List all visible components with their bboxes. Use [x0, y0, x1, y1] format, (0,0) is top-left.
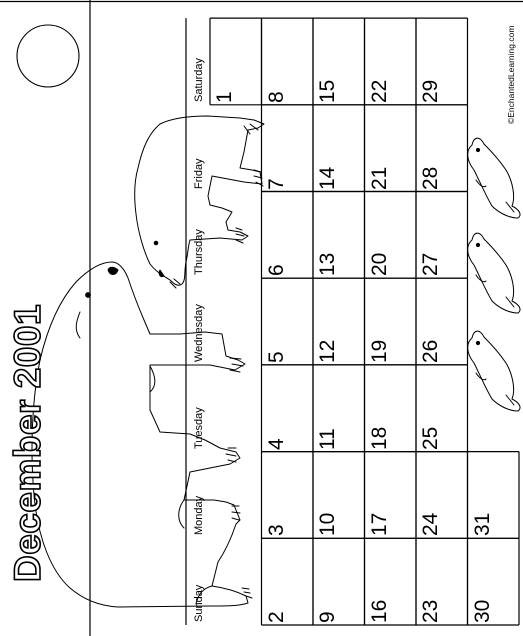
day-number-27: 27 — [419, 252, 442, 277]
moon-icon — [16, 24, 80, 88]
day-number-2: 2 — [264, 611, 288, 623]
weekday-label-tuesday: Tuesday — [193, 406, 205, 449]
day-number-18: 18 — [367, 426, 391, 450]
day-number-10: 10 — [316, 512, 339, 537]
day-number-12: 12 — [316, 339, 339, 363]
day-number-19: 19 — [367, 339, 391, 363]
day-number-23: 23 — [419, 599, 442, 623]
weekday-label-monday: Monday — [193, 496, 205, 536]
day-number-22: 22 — [367, 79, 391, 103]
day-number-31: 31 — [470, 512, 494, 537]
day-number-6: 6 — [264, 264, 288, 277]
copyright-credit: ©EnchantedLearning.com — [506, 25, 516, 124]
weekday-label-friday: Friday — [193, 157, 205, 189]
day-number-26: 26 — [419, 339, 442, 363]
seal-pup-icon — [467, 137, 521, 219]
day-number-7: 7 — [264, 177, 288, 190]
day-number-11: 11 — [316, 427, 339, 450]
day-number-17: 17 — [367, 512, 391, 537]
seal-pup-icon — [467, 330, 521, 412]
day-number-1: 1 — [213, 91, 236, 103]
seal-pup-icon — [467, 232, 521, 314]
day-number-16: 16 — [367, 599, 391, 623]
day-number-4: 4 — [264, 437, 288, 450]
calendar-grid — [185, 17, 520, 626]
weekday-label-thursday: Thursday — [193, 229, 205, 276]
day-number-8: 8 — [264, 91, 288, 103]
calendar-title: December 2001 — [6, 303, 49, 583]
day-number-21: 21 — [367, 166, 391, 190]
day-number-20: 20 — [367, 252, 391, 277]
day-number-28: 28 — [419, 166, 442, 190]
polar-bear-icon — [31, 261, 253, 608]
day-number-24: 24 — [419, 512, 442, 537]
day-number-15: 15 — [316, 79, 339, 103]
weekday-label-wednesday: Wednesday — [193, 304, 205, 362]
day-number-25: 25 — [419, 426, 442, 450]
day-number-5: 5 — [264, 351, 288, 363]
weekday-label-sunday: Sunday — [193, 584, 205, 622]
day-number-30: 30 — [470, 599, 494, 623]
day-number-29: 29 — [419, 79, 442, 103]
day-number-14: 14 — [316, 166, 339, 190]
weekday-label-saturday: Saturday — [193, 57, 205, 102]
day-number-13: 13 — [316, 252, 339, 277]
day-number-3: 3 — [264, 524, 288, 537]
day-number-9: 9 — [316, 611, 339, 623]
